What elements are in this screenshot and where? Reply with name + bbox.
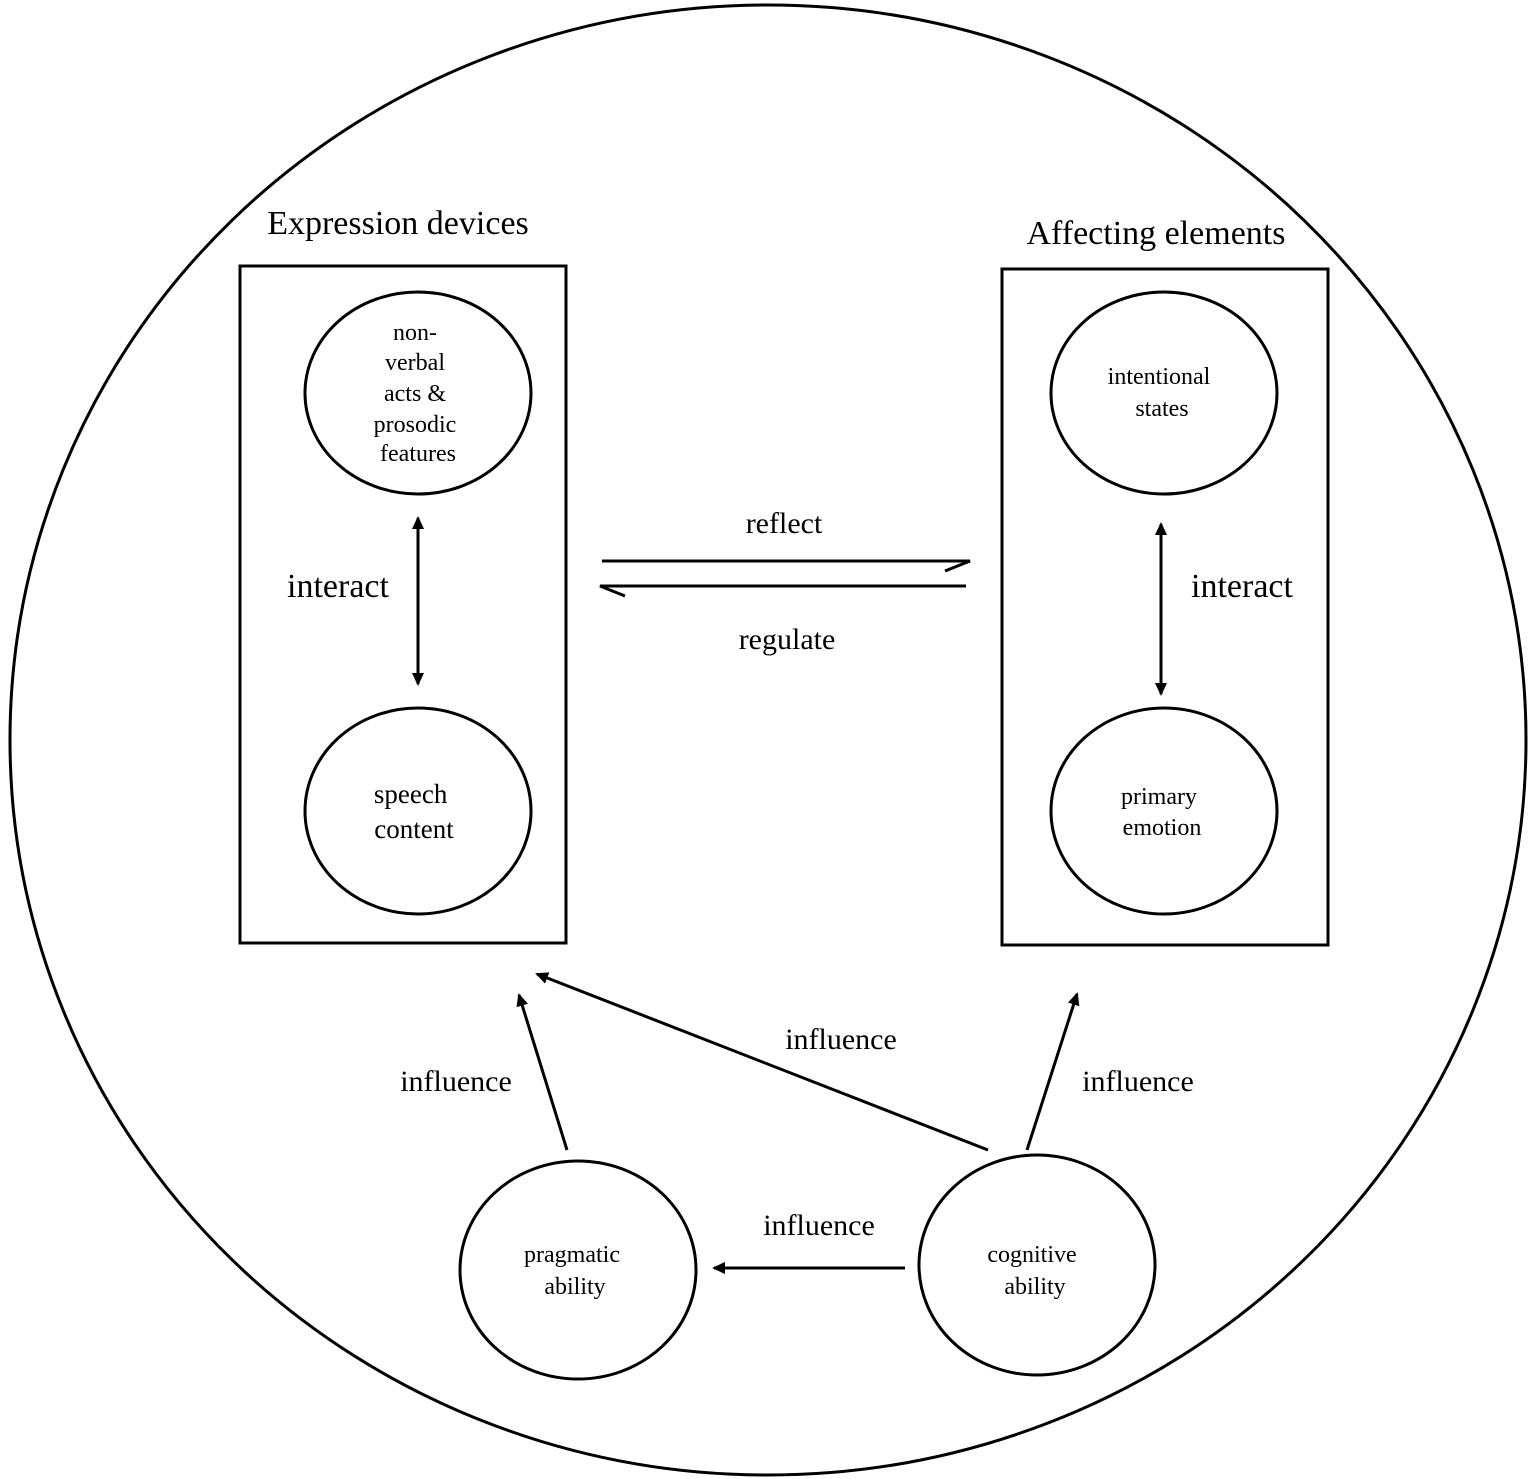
cognitive-line-2: ability bbox=[1004, 1274, 1065, 1300]
primary-line-2: emotion bbox=[1123, 815, 1202, 841]
nonverbal-line-3: acts & bbox=[384, 381, 446, 407]
node-nonverbal-acts: non- verbal acts & prosodic features bbox=[303, 290, 533, 496]
speech-line-2: content bbox=[374, 814, 454, 844]
svg-text:cognitive ability: cognitive ability bbox=[987, 1242, 1082, 1300]
regulate-harpoon bbox=[599, 584, 966, 598]
influence-cognitive-to-affecting-arrow bbox=[1025, 992, 1080, 1151]
pragmatic-line-2: ability bbox=[544, 1274, 605, 1300]
node-cognitive-ability: cognitive ability bbox=[917, 1153, 1157, 1377]
svg-text:non- verbal acts &: non- verbal acts & prosodic features bbox=[374, 320, 463, 467]
svg-text:primary emotion: primary emotion bbox=[1121, 784, 1203, 841]
svg-text:speech content: speech content bbox=[374, 779, 454, 844]
nonverbal-line-5: features bbox=[380, 441, 456, 467]
nonverbal-line-4: prosodic bbox=[374, 412, 457, 438]
svg-text:intentional states: intentional states bbox=[1108, 364, 1217, 422]
affecting-elements-box bbox=[1000, 267, 1330, 947]
reflect-label: reflect bbox=[746, 507, 823, 540]
intentional-line-2: states bbox=[1135, 396, 1188, 422]
nonverbal-line-2: verbal bbox=[385, 350, 445, 376]
node-primary-emotion: primary emotion bbox=[1049, 706, 1279, 916]
pragmatic-line-1: pragmatic bbox=[524, 1242, 620, 1268]
intentional-line-1: intentional bbox=[1108, 364, 1211, 390]
influence-cognitive-to-affecting-label: influence bbox=[1082, 1065, 1194, 1098]
cognitive-line-1: cognitive bbox=[987, 1242, 1076, 1268]
affecting-elements-title: Affecting elements bbox=[1026, 215, 1285, 252]
influence-cognitive-to-pragmatic-label: influence bbox=[763, 1209, 875, 1242]
regulate-label: regulate bbox=[739, 623, 836, 656]
svg-text:pragmatic ability: pragmatic ability bbox=[524, 1242, 626, 1300]
primary-line-1: primary bbox=[1121, 784, 1197, 810]
interact-right-label: interact bbox=[1191, 568, 1293, 605]
influence-pragmatic-to-expression-label: influence bbox=[400, 1065, 512, 1098]
node-intentional-states: intentional states bbox=[1049, 290, 1279, 496]
influence-cognitive-to-expression-label: influence bbox=[785, 1023, 897, 1056]
nonverbal-line-1: non- bbox=[393, 320, 437, 346]
outer-circle bbox=[8, 3, 1528, 1477]
node-pragmatic-ability: pragmatic ability bbox=[458, 1159, 698, 1381]
expression-devices-box bbox=[238, 264, 568, 945]
expression-devices-title: Expression devices bbox=[267, 205, 529, 242]
influence-pragmatic-to-expression-arrow bbox=[516, 993, 569, 1151]
node-speech-content: speech content bbox=[303, 706, 533, 916]
influence-cognitive-to-expression-arrow bbox=[535, 972, 989, 1152]
reflect-harpoon bbox=[602, 559, 971, 573]
speech-line-1: speech bbox=[374, 779, 448, 809]
interact-left-label: interact bbox=[287, 568, 389, 605]
